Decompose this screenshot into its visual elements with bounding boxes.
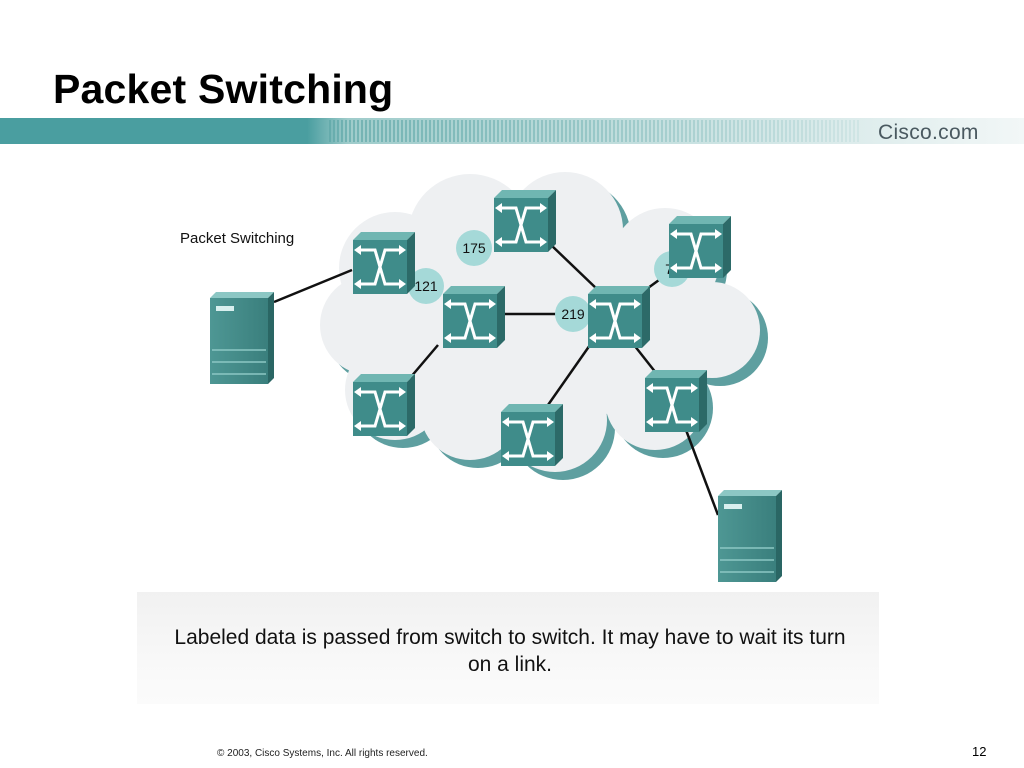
switch-icon — [499, 402, 565, 468]
slide-title: Packet Switching — [53, 66, 394, 112]
switch-icon — [643, 368, 709, 434]
diagram-label: Packet Switching — [180, 230, 294, 247]
server-icon-left — [210, 292, 274, 384]
switch-icon — [492, 188, 558, 254]
page-number: 12 — [972, 744, 987, 759]
slide-caption: Labeled data is passed from switch to sw… — [174, 626, 846, 676]
server-icon-right — [718, 490, 782, 582]
packet-label-175: 175 — [456, 230, 492, 266]
packet-label-text: 219 — [561, 306, 585, 322]
packet-label-121: 121 — [408, 268, 444, 304]
switch-icon — [351, 230, 417, 296]
copyright-footer: © 2003, Cisco Systems, Inc. All rights r… — [217, 748, 428, 759]
link-switch-to-server — [684, 429, 720, 516]
switch-icon — [441, 284, 507, 350]
switch-icon — [667, 214, 733, 280]
link — [546, 344, 592, 406]
caption-box — [137, 592, 879, 704]
cisco-logo: Cisco.com — [878, 121, 979, 144]
switch-icon — [586, 284, 652, 350]
packet-label-text: 121 — [414, 278, 438, 294]
link — [549, 243, 599, 291]
link-server-to-switch — [273, 268, 353, 304]
header-band — [0, 118, 1024, 144]
switch-icon — [351, 372, 417, 438]
link — [409, 344, 439, 379]
packet-label-text: 175 — [462, 240, 486, 256]
packet-label-219: 219 — [555, 296, 591, 332]
